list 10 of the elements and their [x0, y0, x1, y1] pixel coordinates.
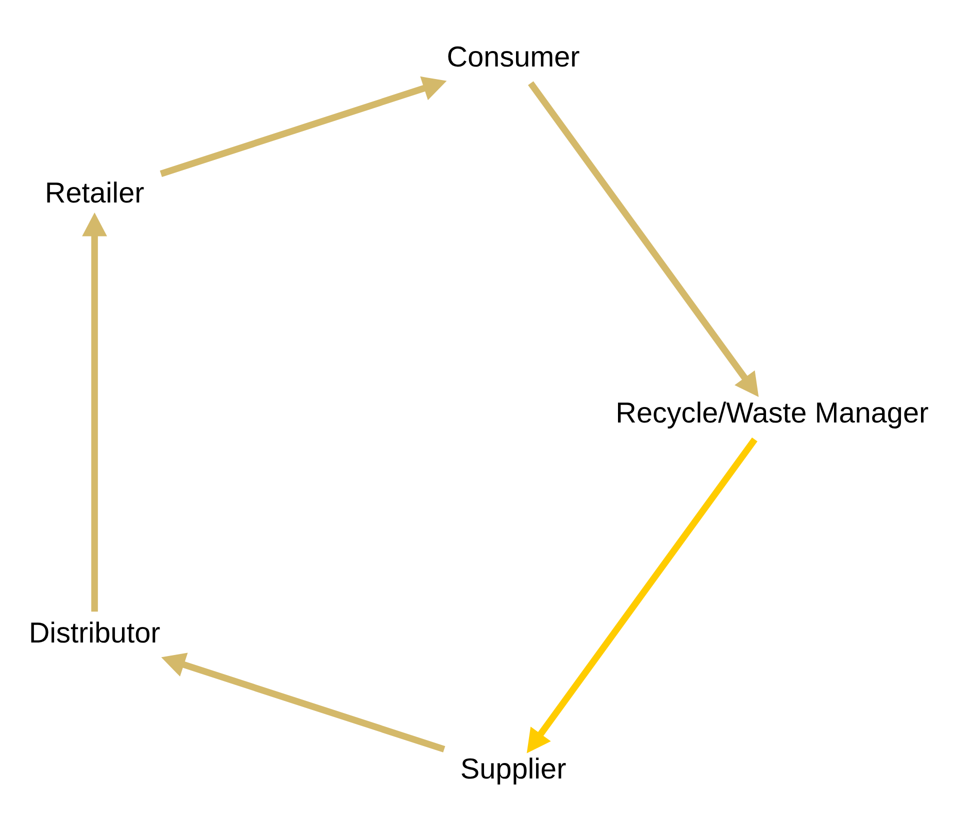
node-text: Consumer — [446, 40, 580, 73]
arrow — [160, 76, 447, 176]
node-text: Retailer — [44, 176, 144, 209]
arrow — [528, 80, 759, 396]
arrow — [82, 212, 108, 612]
node-text: Distributor — [28, 617, 160, 650]
arrow — [526, 436, 758, 753]
node-text: Supplier — [460, 753, 566, 786]
node-text: Recycle/Waste Manager — [616, 396, 929, 429]
arrow — [161, 652, 446, 752]
